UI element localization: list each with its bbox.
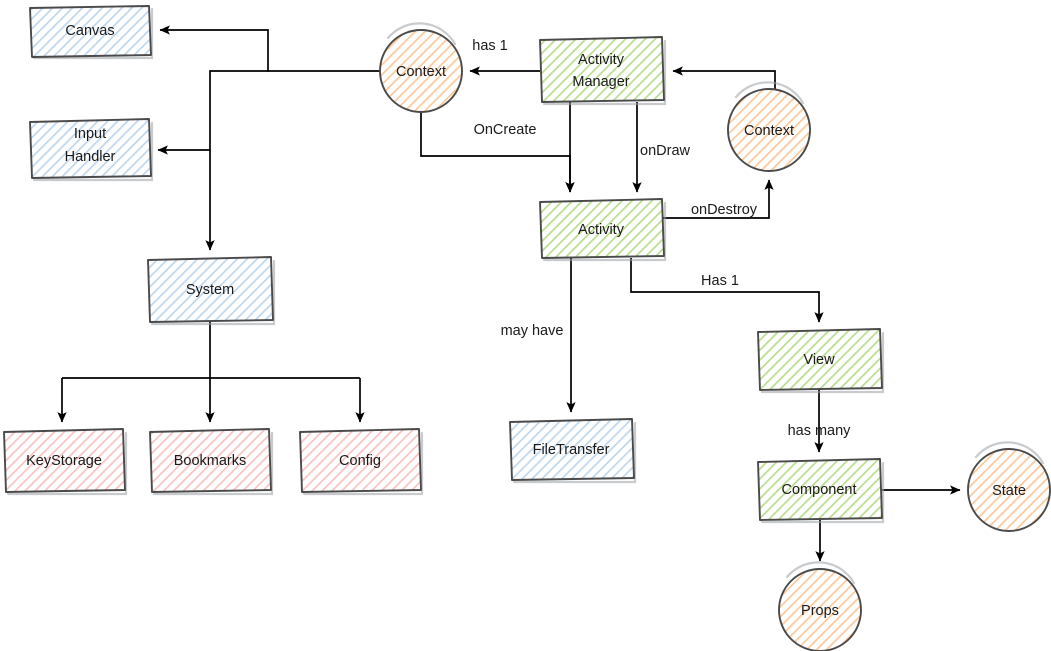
edge-label-ondestroy: onDestroy: [691, 202, 758, 218]
nodes-layer: Canvas Input Handler System KeyStorage: [3, 5, 1051, 651]
edge-activity-ondestroy-context-right: [663, 179, 774, 219]
edge-context-to-input-handler: [157, 70, 268, 155]
node-component[interactable]: Component: [757, 458, 885, 524]
node-bookmarks[interactable]: Bookmarks: [149, 428, 274, 496]
node-system[interactable]: System: [147, 256, 276, 326]
node-activity-manager[interactable]: Activity Manager: [539, 36, 667, 106]
node-config[interactable]: Config: [299, 428, 424, 496]
node-keystorage[interactable]: KeyStorage: [3, 428, 128, 496]
node-activity[interactable]: Activity: [539, 198, 667, 262]
node-canvas[interactable]: Canvas: [29, 5, 154, 60]
edge-context-oncreate-activity: [420, 112, 575, 193]
edge-activity-has1-view: [630, 258, 824, 323]
node-state[interactable]: State: [967, 441, 1051, 532]
node-context-left[interactable]: Context: [379, 22, 463, 113]
edge-label-has-1-view: Has 1: [701, 273, 739, 289]
node-filetransfer[interactable]: FileTransfer: [509, 418, 637, 484]
edge-context-to-canvas: [159, 25, 380, 72]
edges-layer: [57, 25, 961, 562]
node-view[interactable]: View: [757, 328, 885, 394]
edge-label-ondraw: onDraw: [640, 143, 690, 159]
node-input-handler[interactable]: Input Handler: [29, 118, 154, 182]
node-props[interactable]: Props: [778, 561, 862, 651]
edge-label-oncreate: OnCreate: [474, 122, 537, 138]
edge-label-has-1: has 1: [472, 38, 507, 54]
edge-context-right-to-activity-manager: [672, 66, 776, 90]
edge-label-may-have: may have: [501, 323, 564, 339]
node-context-right[interactable]: Context: [727, 81, 811, 172]
